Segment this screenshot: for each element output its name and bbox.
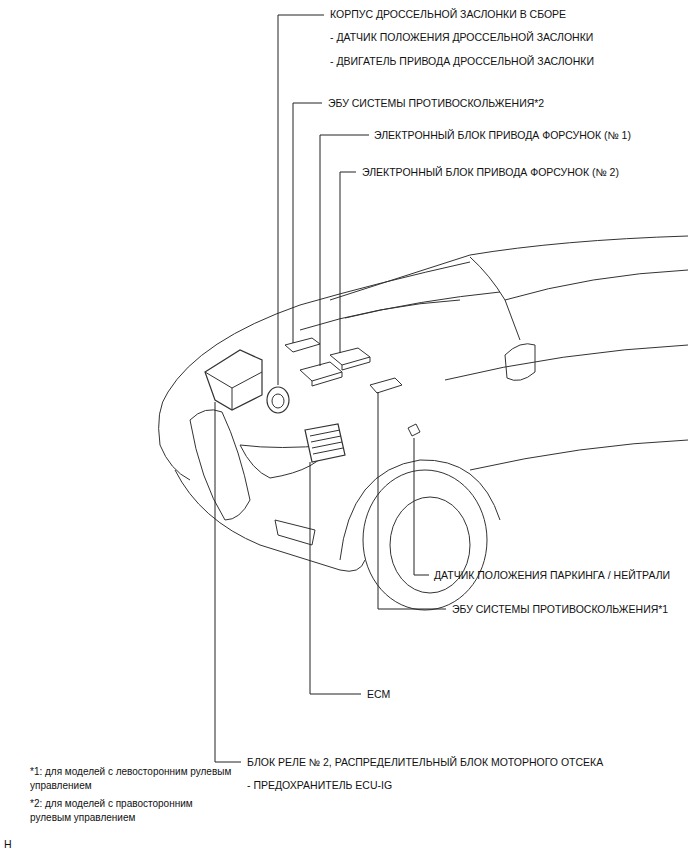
part-label: ЭБУ СИСТЕМЫ ПРОТИВОСКОЛЬЖЕНИЯ*1 [452, 603, 668, 616]
front-fender [159, 392, 190, 480]
abs-ecu-2 [285, 338, 320, 352]
footnote: *1: для моделей с левосторонним рулевым … [30, 765, 235, 793]
part-label: ECM [367, 688, 390, 701]
windshield [330, 236, 688, 300]
part-label: ЭЛЕКТРОННЫЙ БЛОК ПРИВОДА ФОРСУНОК (№ 1) [374, 129, 631, 142]
windshield-base [345, 292, 500, 318]
fog-light [275, 520, 315, 545]
cowl-line [300, 300, 460, 330]
injector-driver-1 [300, 362, 342, 386]
ecm [305, 424, 345, 462]
part-label: КОРПУС ДРОССЕЛЬНОЙ ЗАСЛОНКИ В СБОРЕ [330, 8, 566, 21]
part-sublabel: - ДВИГАТЕЛЬ ПРИВОДА ДРОССЕЛЬНОЙ ЗАСЛОНКИ [330, 55, 594, 68]
pnp-switch [408, 424, 420, 436]
side-window [505, 270, 688, 300]
relay-block-lid [205, 372, 262, 410]
abs-ecu-1 [370, 378, 402, 393]
mirror [505, 344, 535, 381]
front-wheel [363, 470, 487, 610]
wheel-arch [340, 460, 500, 560]
ecm-ribs [310, 430, 343, 454]
leader-lines [215, 15, 446, 762]
part-label: ДАТЧИК ПОЛОЖЕНИЯ ПАРКИНГА / НЕЙТРАЛИ [434, 569, 670, 582]
footnote: *2: для моделей с правосторонним рулевым… [30, 797, 235, 825]
throttle-bore [272, 394, 284, 408]
a-pillar [470, 257, 520, 340]
throttle-body [267, 387, 289, 413]
part-sublabel: - ДАТЧИК ПОЛОЖЕНИЯ ДРОССЕЛЬНОЙ ЗАСЛОНКИ [330, 31, 593, 44]
grille [190, 410, 250, 520]
side-body [470, 440, 688, 470]
relay-block [205, 350, 262, 410]
part-label: ЭЛЕКТРОННЫЙ БЛОК ПРИВОДА ФОРСУНОК (№ 2) [362, 166, 619, 179]
figure-code: H [4, 838, 12, 851]
belt-line [445, 345, 688, 380]
part-label: ЭБУ СИСТЕМЫ ПРОТИВОСКОЛЬЖЕНИЯ*2 [328, 97, 544, 110]
front-bumper [175, 470, 365, 571]
part-label: БЛОК РЕЛЕ № 2, РАСПРЕДЕЛИТЕЛЬНЫЙ БЛОК МО… [247, 756, 603, 769]
injector-driver-2 [330, 348, 370, 370]
part-sublabel: - ПРЕДОХРАНИТЕЛЬ ECU-IG [247, 779, 392, 792]
